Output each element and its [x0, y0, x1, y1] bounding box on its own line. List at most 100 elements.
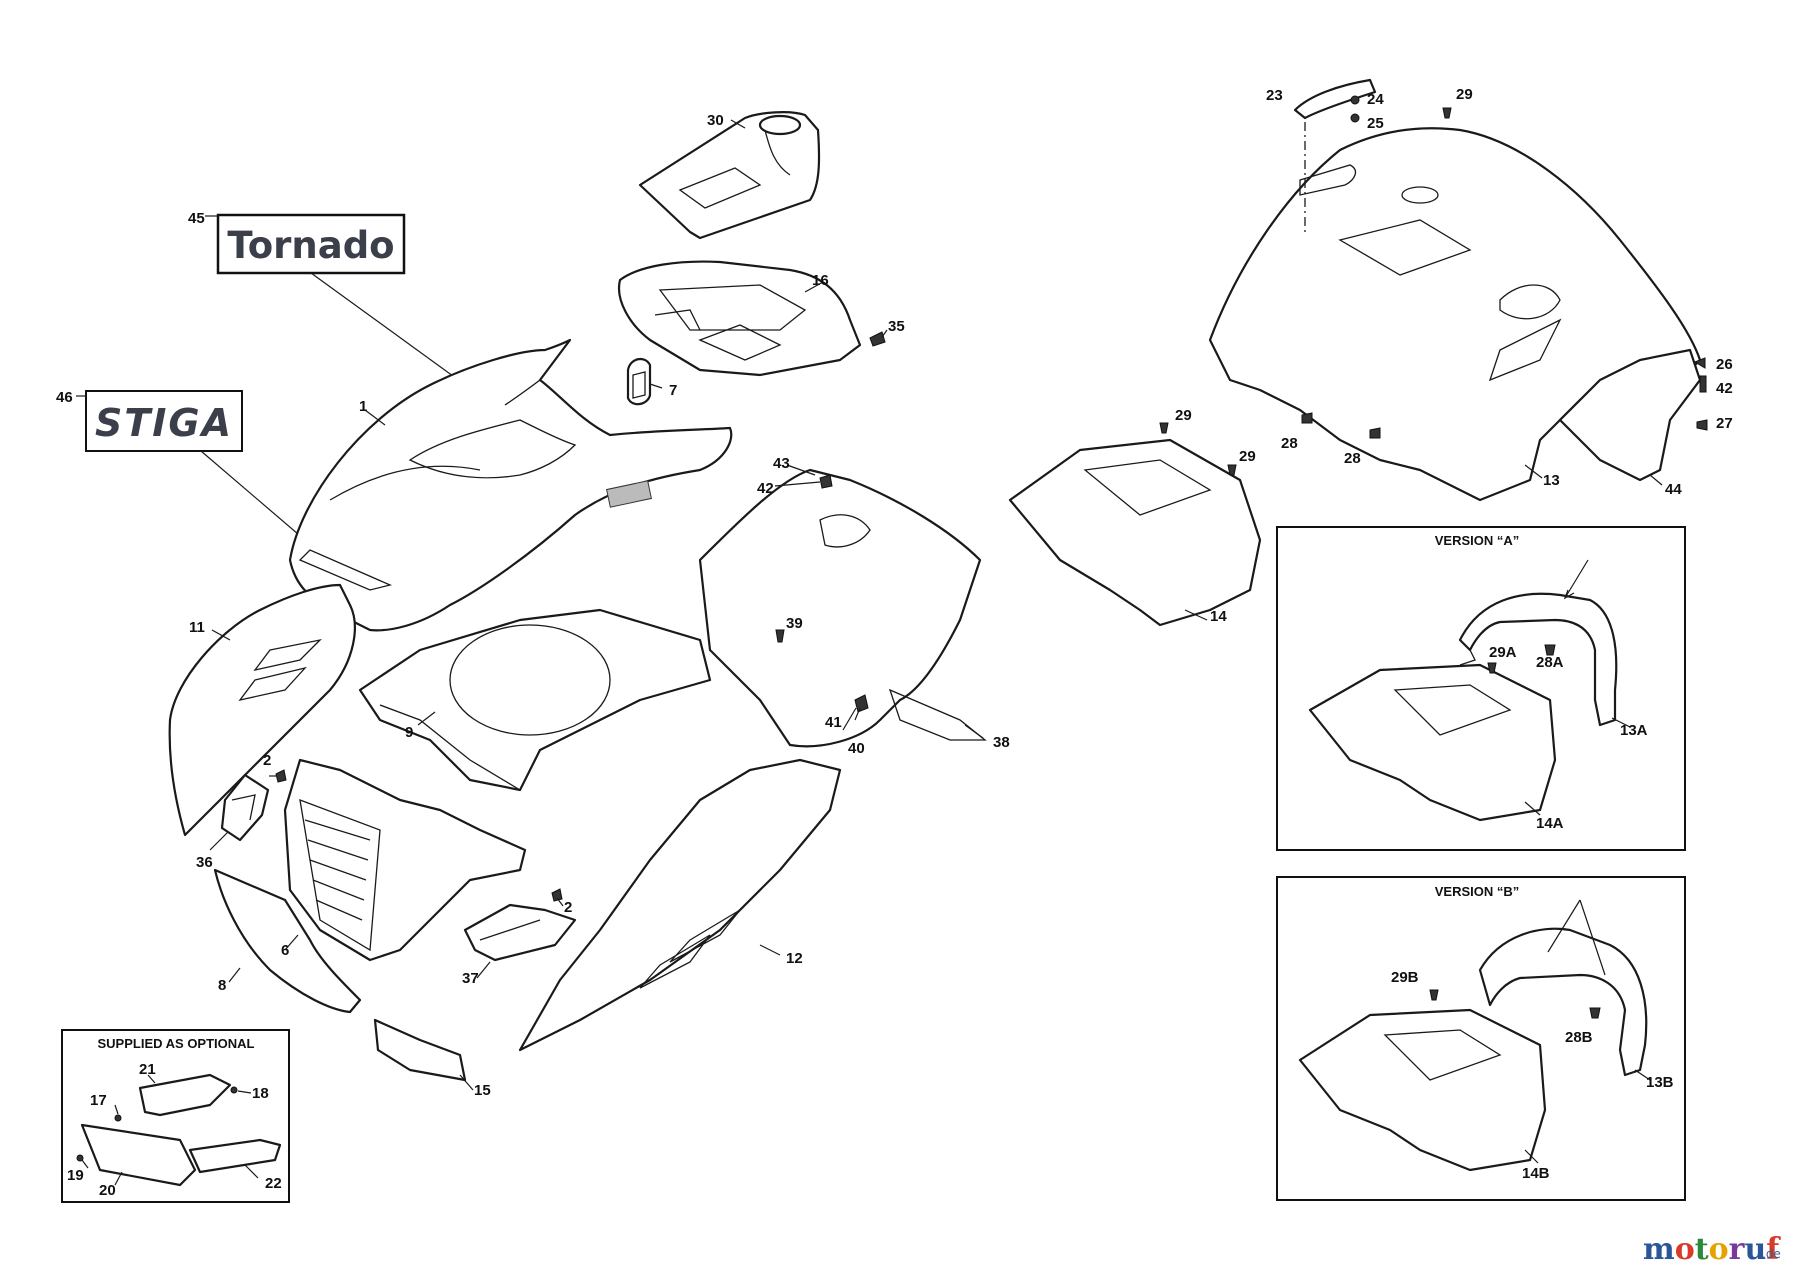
part-39 [775, 629, 785, 643]
leader-lines [209, 119, 1663, 1091]
label-20: 20 [99, 1182, 116, 1199]
label-36: 36 [196, 854, 213, 871]
label-28A: 28A [1536, 654, 1564, 671]
label-13B: 13B [1646, 1074, 1674, 1091]
label-14B: 14B [1522, 1165, 1550, 1182]
label-27: 27 [1716, 415, 1733, 432]
label-28B: 28B [1565, 1029, 1593, 1046]
label-2-a: 2 [263, 752, 271, 769]
part-29B [1429, 989, 1439, 1001]
part-25 [1350, 113, 1360, 123]
part-29-mid [1159, 422, 1169, 434]
label-38: 38 [993, 734, 1010, 751]
watermark-letter: r [1729, 1232, 1746, 1267]
label-1: 1 [359, 398, 367, 415]
label-6: 6 [281, 942, 289, 959]
part-24 [1350, 95, 1360, 105]
tornado-decal-text: Tornado [227, 224, 394, 267]
label-40: 40 [848, 740, 865, 757]
part-numbers: 1 2 2 6 7 8 9 11 12 13 14 15 16 17 18 19… [56, 86, 1733, 1199]
part-8 [213, 868, 362, 1014]
hood-part [288, 338, 733, 632]
watermark-letter: f [1766, 1232, 1781, 1267]
label-30: 30 [707, 112, 724, 129]
part-29-top [1442, 107, 1452, 119]
part-41 [854, 694, 869, 713]
part-26 [1693, 357, 1706, 369]
part-2-a [275, 769, 287, 783]
part-42-left [819, 474, 833, 489]
label-12: 12 [786, 950, 803, 967]
part-38 [698, 468, 987, 748]
part-28A [1544, 644, 1556, 656]
label-23: 23 [1266, 87, 1283, 104]
label-45: 45 [188, 210, 205, 227]
part-17 [114, 1114, 122, 1122]
watermark: motoruf .de [1643, 1232, 1781, 1267]
part-37 [463, 903, 577, 962]
part-29-low [1227, 464, 1237, 476]
part-9 [358, 608, 712, 792]
label-21: 21 [139, 1061, 156, 1078]
label-9: 9 [405, 724, 413, 741]
label-17: 17 [90, 1092, 107, 1109]
part-18 [230, 1086, 238, 1094]
label-14: 14 [1210, 608, 1227, 625]
part-12 [518, 758, 842, 1052]
label-29-a: 29 [1456, 86, 1473, 103]
stiga-decal: STIGA [85, 390, 243, 452]
watermark-letter: t [1695, 1232, 1709, 1267]
part-2-b [551, 888, 563, 902]
watermark-letter: o [1675, 1232, 1695, 1267]
watermark-letter: m [1643, 1232, 1675, 1267]
version-a-box: VERSION “A” [1276, 526, 1686, 851]
label-24: 24 [1367, 91, 1384, 108]
label-25: 25 [1367, 115, 1384, 132]
label-26: 26 [1716, 356, 1733, 373]
label-29-b: 29 [1175, 407, 1192, 424]
optional-title: SUPPLIED AS OPTIONAL [98, 1036, 255, 1051]
watermark-letter: u [1744, 1232, 1766, 1267]
version-a-title: VERSION “A” [1435, 533, 1520, 548]
part-27 [1696, 419, 1708, 431]
label-14A: 14A [1536, 815, 1564, 832]
label-15: 15 [474, 1082, 491, 1099]
part-35 [869, 331, 886, 347]
label-22: 22 [265, 1175, 282, 1192]
version-b-title: VERSION “B” [1435, 884, 1520, 899]
label-16: 16 [812, 272, 829, 289]
label-13A: 13A [1620, 722, 1648, 739]
label-43: 43 [773, 455, 790, 472]
label-13: 13 [1543, 472, 1560, 489]
label-19: 19 [67, 1167, 84, 1184]
label-29B: 29B [1391, 969, 1419, 986]
part-23 [1293, 78, 1377, 120]
label-39: 39 [786, 615, 803, 632]
part-30 [638, 111, 821, 240]
part-29A [1487, 662, 1497, 674]
label-29A: 29A [1489, 644, 1517, 661]
watermark-suffix: .de [1762, 1247, 1781, 1261]
version-b-box: VERSION “B” [1276, 876, 1686, 1201]
part-14 [1008, 438, 1262, 627]
part-28-a [1301, 412, 1313, 424]
label-29-c: 29 [1239, 448, 1256, 465]
part-7 [626, 357, 652, 406]
part-16 [617, 260, 862, 377]
part-19 [76, 1154, 84, 1162]
part-11 [168, 583, 356, 837]
part-28-b [1369, 427, 1381, 439]
part-28B [1589, 1007, 1601, 1019]
part-42-right [1699, 375, 1707, 393]
label-8: 8 [218, 977, 226, 994]
watermark-letter: o [1709, 1232, 1729, 1267]
label-18: 18 [252, 1085, 269, 1102]
watermark-brand: motoruf [1643, 1232, 1781, 1267]
part-44 [1558, 348, 1702, 482]
optional-box: SUPPLIED AS OPTIONAL [61, 1029, 290, 1203]
label-46: 46 [56, 389, 73, 406]
label-7: 7 [669, 382, 677, 399]
label-41: 41 [825, 714, 842, 731]
label-35: 35 [888, 318, 905, 335]
